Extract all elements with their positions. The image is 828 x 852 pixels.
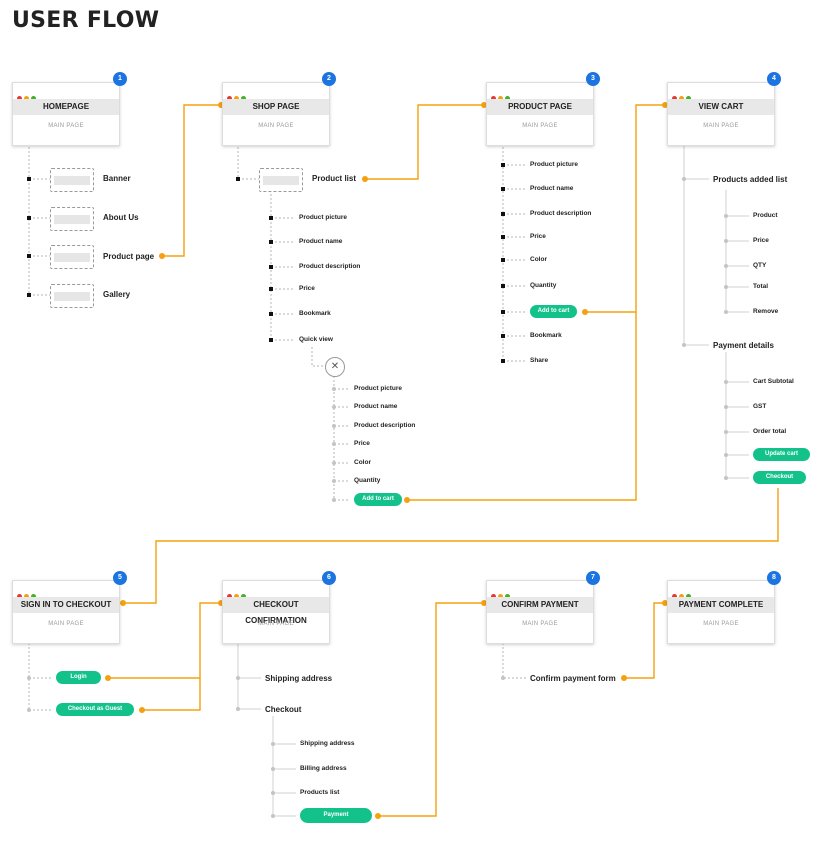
window-controls xyxy=(491,88,512,101)
window-title: CHECKOUT CONFIRMATION xyxy=(223,597,329,625)
confirm-payment-form-node[interactable]: Confirm payment form xyxy=(530,674,616,683)
window-sign-in-to-checkout[interactable]: SIGN IN TO CHECKOUT MAIN PAGE xyxy=(12,580,120,644)
checkout-sub-item: Shipping address xyxy=(300,740,355,747)
product-list-node[interactable]: Product list xyxy=(312,174,357,183)
window-checkout-confirmation[interactable]: CHECKOUT CONFIRMATION MAIN PAGE xyxy=(222,580,330,644)
update-cart-button[interactable]: Update cart xyxy=(753,448,810,461)
window-title: HOMEPAGE xyxy=(13,99,119,115)
window-controls xyxy=(17,88,38,101)
login-button[interactable]: Login xyxy=(56,671,101,684)
checkout-button[interactable]: Checkout xyxy=(753,471,806,484)
window-shop-page[interactable]: SHOP PAGE MAIN PAGE xyxy=(222,82,330,146)
close-icon[interactable]: ✕ xyxy=(325,357,345,377)
window-controls xyxy=(17,586,38,599)
shipping-address-node: Shipping address xyxy=(265,674,333,683)
window-controls xyxy=(672,88,693,101)
quick-view-item: Product description xyxy=(354,422,416,429)
gallery-node: Gallery xyxy=(103,290,131,299)
window-subtitle: MAIN PAGE xyxy=(48,621,84,627)
checkout-sub-item: Products list xyxy=(300,789,340,796)
checkout-sub-item: Billing address xyxy=(300,765,347,772)
product-item: Price xyxy=(530,233,546,240)
step-badge: 4 xyxy=(767,72,781,86)
quick-view-node[interactable]: Quick view xyxy=(299,336,333,343)
window-payment-complete[interactable]: PAYMENT COMPLETE MAIN PAGE xyxy=(667,580,775,644)
step-badge: 5 xyxy=(113,571,127,585)
shop-item: Price xyxy=(299,285,315,292)
window-title: SIGN IN TO CHECKOUT xyxy=(13,597,119,613)
product-item: Product name xyxy=(530,185,574,192)
payment-button[interactable]: Payment xyxy=(300,808,372,823)
step-badge: 7 xyxy=(586,571,600,585)
product-item: Product picture xyxy=(530,161,579,168)
payment-detail-item: Order total xyxy=(753,428,787,435)
banner-node: Banner xyxy=(103,174,131,183)
window-controls xyxy=(672,586,693,599)
quick-view-item: Quantity xyxy=(354,477,381,484)
quick-view-item: Product picture xyxy=(354,385,403,392)
window-homepage[interactable]: HOMEPAGE MAIN PAGE xyxy=(12,82,120,146)
wireframe-block xyxy=(259,168,303,192)
window-title: SHOP PAGE xyxy=(223,99,329,115)
window-controls xyxy=(491,586,512,599)
window-title: PRODUCT PAGE xyxy=(487,99,593,115)
wireframe-block xyxy=(50,284,94,308)
window-subtitle: MAIN PAGE xyxy=(48,123,84,129)
quick-view-item: Product name xyxy=(354,403,398,410)
product-item: Quantity xyxy=(530,282,557,289)
window-subtitle: MAIN PAGE xyxy=(703,123,739,129)
window-subtitle: MAIN PAGE xyxy=(522,621,558,627)
wireframe-block xyxy=(50,207,94,231)
window-view-cart[interactable]: VIEW CART MAIN PAGE xyxy=(667,82,775,146)
shop-item: Product picture xyxy=(299,214,348,221)
product-page-node[interactable]: Product page xyxy=(103,252,155,261)
step-badge: 8 xyxy=(767,571,781,585)
cart-product-item: Total xyxy=(753,283,769,290)
cart-product-item: Price xyxy=(753,237,769,244)
cart-remove-item[interactable]: Remove xyxy=(753,308,779,315)
wireframe-block xyxy=(50,168,94,192)
window-controls xyxy=(227,586,248,599)
window-subtitle: MAIN PAGE xyxy=(703,621,739,627)
cart-product-item: Product xyxy=(753,212,778,219)
window-title: VIEW CART xyxy=(668,99,774,115)
page-title: USER FLOW xyxy=(12,8,160,33)
window-product-page[interactable]: PRODUCT PAGE MAIN PAGE xyxy=(486,82,594,146)
products-added-list-node: Products added list xyxy=(713,175,788,184)
checkout-node: Checkout xyxy=(265,705,302,714)
window-title: CONFIRM PAYMENT xyxy=(487,597,593,613)
shop-item: Product name xyxy=(299,238,343,245)
window-subtitle: MAIN PAGE xyxy=(258,123,294,129)
checkout-as-guest-button[interactable]: Checkout as Guest xyxy=(56,703,134,716)
payment-detail-item: Cart Subtotal xyxy=(753,378,794,385)
cart-product-item: QTY xyxy=(753,262,767,269)
quick-view-item: Color xyxy=(354,459,371,466)
add-to-cart-button[interactable]: Add to cart xyxy=(530,305,577,318)
window-controls xyxy=(227,88,248,101)
payment-details-node: Payment details xyxy=(713,341,774,350)
product-item: Share xyxy=(530,357,549,364)
shop-item: Product description xyxy=(299,263,361,270)
quick-view-item: Price xyxy=(354,440,370,447)
step-badge: 3 xyxy=(586,72,600,86)
wireframe-block xyxy=(50,245,94,269)
quick-view-add-to-cart-button[interactable]: Add to cart xyxy=(354,493,402,506)
product-item: Product description xyxy=(530,210,592,217)
shop-item: Bookmark xyxy=(299,310,331,317)
product-item: Bookmark xyxy=(530,332,562,339)
step-badge: 6 xyxy=(322,571,336,585)
window-subtitle: MAIN PAGE xyxy=(258,621,294,627)
about-us-node: About Us xyxy=(103,213,139,222)
window-confirm-payment[interactable]: CONFIRM PAYMENT MAIN PAGE xyxy=(486,580,594,644)
window-subtitle: MAIN PAGE xyxy=(522,123,558,129)
payment-detail-item: GST xyxy=(753,403,767,410)
step-badge: 2 xyxy=(322,72,336,86)
window-title: PAYMENT COMPLETE xyxy=(668,597,774,613)
step-badge: 1 xyxy=(113,72,127,86)
product-item: Color xyxy=(530,256,547,263)
